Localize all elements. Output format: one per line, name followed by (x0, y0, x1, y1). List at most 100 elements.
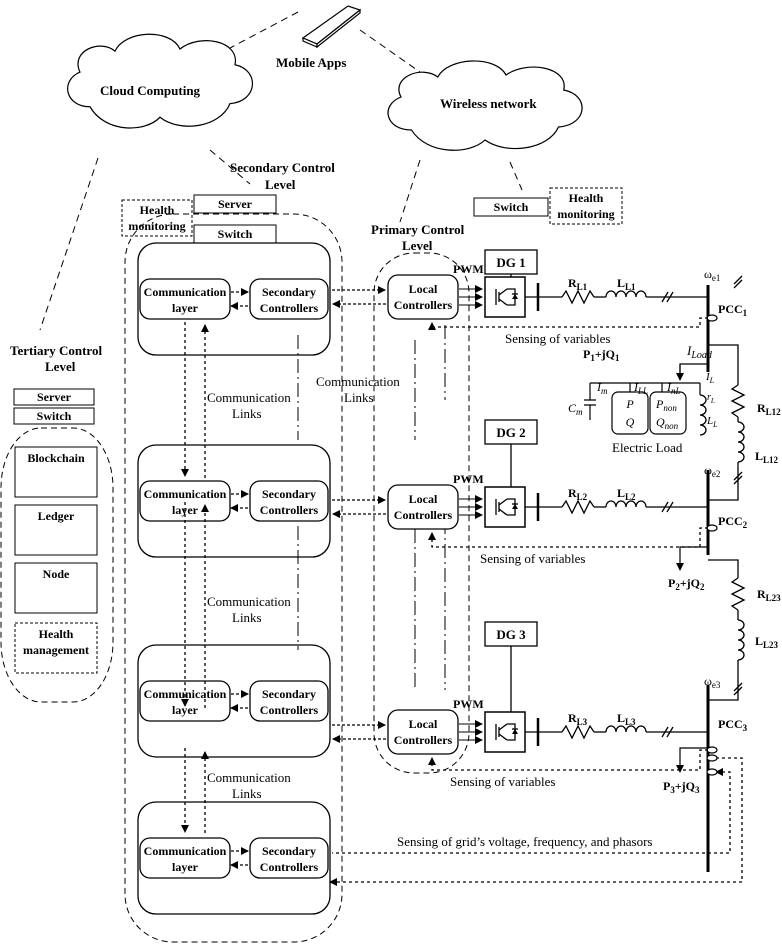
line-resistance-label: RL1 (568, 276, 588, 292)
primary-title-line2: Level (402, 238, 433, 253)
current-sensor-icon (706, 524, 718, 532)
mobile-device-icon (301, 5, 362, 49)
pq2-label: P2+jQ2 (668, 576, 705, 592)
secondary-health-line2: monitoring (128, 219, 185, 233)
line-break-marks (661, 501, 674, 513)
dg-box (484, 419, 538, 445)
communication-layer-line1: Communication (144, 285, 227, 299)
sensing-grid-label: Sensing of grid’s voltage, frequency, an… (397, 834, 653, 849)
tertiary-node-box (14, 562, 98, 614)
line-resistance-label: RL2 (568, 486, 588, 502)
pwm-label: PWM (453, 262, 484, 276)
secondary-controllers-box (249, 480, 329, 522)
tertiary-health-box (14, 622, 98, 674)
secondary-health-line1: Health (140, 203, 175, 217)
wireless-network-label: Wireless network (440, 96, 537, 111)
tertiary-title-line1: Tertiary Control (10, 343, 102, 358)
primary-switch-box (473, 197, 549, 217)
secondary-controllers-box (249, 278, 329, 320)
tertiary-node-label: Node (43, 567, 70, 581)
tertiary-health-line2: management (23, 643, 89, 657)
communication-layer-box (139, 837, 231, 879)
load-p-label: P (625, 397, 634, 411)
secondary-links-3-line2: Links (232, 786, 262, 801)
pwm-label: PWM (453, 697, 484, 711)
electric-load-label: Electric Load (612, 440, 683, 455)
electric-load (584, 363, 708, 436)
secondary-controllers-box (249, 680, 329, 722)
tertiary-dashed-region (0, 427, 114, 703)
local-controllers-line1: Local (409, 282, 438, 296)
line-inductance-label: LL2 (617, 486, 636, 502)
dg-label: DG 3 (496, 627, 526, 642)
line-break-marks (661, 291, 674, 303)
secondary-controllers-line1: Secondary (262, 687, 316, 701)
current-sensor-icon (706, 746, 718, 754)
tertiary-title-line2: Level (45, 359, 76, 374)
i-load-label: ILoad (686, 343, 713, 361)
secondary-controllers-line2: Controllers (260, 860, 319, 874)
load-q-label: Q (626, 415, 635, 429)
tertiary-ledger-label: Ledger (38, 509, 75, 523)
line-inductance-label: LL1 (617, 276, 636, 292)
communication-layer-box (139, 278, 231, 320)
secondary-controllers-line1: Secondary (262, 487, 316, 501)
local-controllers-box (387, 484, 459, 530)
secondary-links-1-line1: Communication (207, 390, 291, 405)
secondary-controllers-line1: Secondary (262, 285, 316, 299)
local-controllers-line2: Controllers (394, 298, 453, 312)
secondary-controllers-line2: Controllers (260, 703, 319, 717)
il-label: IL (705, 371, 715, 385)
primary-links-line1: Communication (316, 374, 400, 389)
im-label: Im (596, 380, 608, 396)
communication-layer-line2: layer (172, 703, 199, 717)
secondary-controllers-line1: Secondary (262, 844, 316, 858)
secondary-links-2-line1: Communication (207, 594, 291, 609)
load-qnon-label: Qnon (656, 415, 679, 431)
load-pnon-label: Pnon (655, 397, 677, 413)
line-break-marks (661, 726, 674, 738)
bus-break-marks (733, 275, 743, 289)
secondary-switch-label: Switch (218, 227, 253, 241)
tertiary-server-box (13, 388, 95, 406)
line-resistance-label: RL3 (568, 711, 588, 727)
primary-title-line1: Primary Control (371, 222, 465, 237)
pwm-label: PWM (453, 472, 484, 486)
local-controllers-box (387, 274, 459, 320)
tertiary-blockchain-box (14, 446, 98, 498)
inverter-icon (484, 276, 526, 318)
secondary-block-frame (137, 242, 331, 356)
l-l23-label: LL23 (755, 634, 779, 650)
r-l23-label: RL23 (757, 587, 781, 603)
local-controllers-line1: Local (409, 717, 438, 731)
primary-switch-label: Switch (494, 200, 529, 214)
inl-label: InL (666, 380, 681, 396)
tertiary-switch-label: Switch (37, 409, 72, 423)
communication-layer-line1: Communication (144, 844, 227, 858)
cloud-computing-label: Cloud Computing (100, 83, 201, 98)
sensing-path (428, 749, 708, 771)
sensing-label: Sensing of variables (505, 331, 610, 346)
grid-sensing-line (329, 757, 743, 886)
primary-links-line2: Links (344, 390, 374, 405)
pq2-arrow (676, 546, 708, 571)
sensing-label: Sensing of variables (450, 774, 555, 789)
local-controllers-line2: Controllers (394, 508, 453, 522)
primary-health-line2: monitoring (557, 207, 614, 221)
load-pq-box (611, 391, 649, 435)
current-sensor-icon (706, 314, 718, 322)
grid-ct-icons (706, 754, 718, 776)
omega-label: ωe3 (704, 674, 721, 690)
secondary-dashed-region (124, 213, 343, 943)
local-controllers-box (387, 709, 459, 755)
local-controllers-line2: Controllers (394, 733, 453, 747)
omega-label: ωe1 (704, 267, 720, 283)
inverter-icon (484, 711, 526, 753)
rl-label: rL (707, 392, 715, 405)
